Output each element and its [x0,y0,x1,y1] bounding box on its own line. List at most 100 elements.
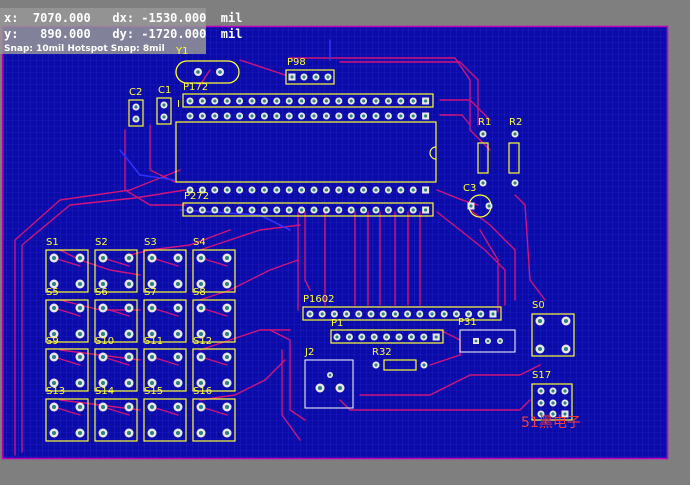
key-switch-outline [94,348,138,392]
pcb-trace[interactable] [53,356,81,366]
pad-hole [51,331,57,337]
pcb-trace[interactable] [21,189,186,453]
pad-hole [51,354,57,360]
pcb-trace[interactable] [200,307,228,317]
pad-hole [486,339,490,343]
pad-hole [51,305,57,311]
coordinate-readout: x: 7070.000 dx: -1530.000 mil y: 890.000… [0,8,242,54]
pcb-trace[interactable] [339,61,479,126]
pad-hole [422,363,426,367]
pcb-trace[interactable] [339,399,531,411]
pad-hole [418,312,422,316]
pad-hole [324,99,328,103]
board-outline [1,25,669,460]
pad-hole [312,208,316,212]
pcb-trace[interactable] [102,307,130,317]
pad-hole [324,188,328,192]
pcb-trace[interactable] [53,257,81,267]
pad-hole [126,380,132,386]
pad-hole [302,75,306,79]
pcb-trace[interactable] [304,211,311,291]
pcb-trace[interactable] [199,224,301,251]
label-s8: S8 [193,287,206,298]
pad-layer[interactable] [49,68,571,438]
pad-hole [349,208,353,212]
pcb-trace[interactable] [14,169,181,456]
pad-hole [262,208,266,212]
pcb-trace[interactable] [514,194,546,301]
pcb-trace[interactable] [281,349,301,441]
pad-hole [312,99,316,103]
ic-notch [429,146,437,160]
pcb-trace[interactable] [151,257,179,267]
label-p98: P98 [287,57,306,68]
pad-hole [198,281,204,287]
pad-hole [224,430,230,436]
cap-outline-c2 [128,99,144,127]
pad-hole [213,188,217,192]
pad-hole [563,401,567,405]
pad-hole [250,188,254,192]
pad-hole [77,380,83,386]
pad-hole [100,331,106,337]
pcb-trace[interactable] [151,307,179,317]
label-s3: S3 [144,237,157,248]
pad-hole [196,70,200,74]
pad-hole [250,114,254,118]
pcb-trace[interactable] [200,356,228,366]
pcb-trace[interactable] [439,114,471,126]
pcb-trace[interactable] [199,359,286,401]
pad-hole [126,354,132,360]
pcb-trace[interactable] [53,406,81,416]
pcb-trace[interactable] [102,356,130,366]
pcb-trace[interactable] [289,57,491,151]
pcb-trace[interactable] [269,329,306,421]
pcb-trace[interactable] [129,229,231,256]
label-s10: S10 [95,336,115,347]
pad-hole [149,255,155,261]
pcb-trace[interactable] [199,259,299,301]
pcb-trace[interactable] [53,307,81,317]
pad-hole [474,339,478,343]
pad-hole [149,404,155,410]
pcb-trace[interactable] [199,329,291,351]
pcb-trace[interactable] [200,257,228,267]
label-j2: J2 [305,347,315,358]
pcb-trace[interactable] [149,124,176,183]
header-outline-p1 [330,329,444,344]
label-i: I [177,99,180,110]
pcb-trace[interactable] [102,257,130,267]
pad-hole [563,346,569,352]
pcb-trace[interactable] [179,209,291,231]
pcb-trace[interactable] [439,99,491,121]
pad-hole [198,430,204,436]
pcb-trace[interactable] [102,406,130,416]
pcb-trace[interactable] [151,406,179,416]
pad-hole [300,208,304,212]
pad-hole [411,208,415,212]
pad-hole [487,204,491,208]
pad-hole [238,188,242,192]
pad-hole [77,281,83,287]
pcb-trace[interactable] [119,149,176,181]
pad-hole [213,99,217,103]
pad-hole [77,354,83,360]
pad-hole [77,404,83,410]
pcb-trace[interactable] [124,129,186,206]
pcb-trace[interactable] [200,406,228,416]
pcb-trace[interactable] [436,211,506,306]
pcb-trace[interactable] [239,59,286,76]
pad-hole [175,380,181,386]
connector-outline-j2 [304,359,354,409]
pad-hole [539,412,543,416]
pcb-trace[interactable] [151,356,179,366]
pad-hole [537,318,543,324]
pad-hole [335,335,339,339]
pad-hole [374,114,378,118]
pad-hole [551,412,555,416]
pcb-trace[interactable] [359,364,541,396]
pcb-trace[interactable] [479,229,499,313]
pad-hole [275,114,279,118]
pad-hole [386,208,390,212]
